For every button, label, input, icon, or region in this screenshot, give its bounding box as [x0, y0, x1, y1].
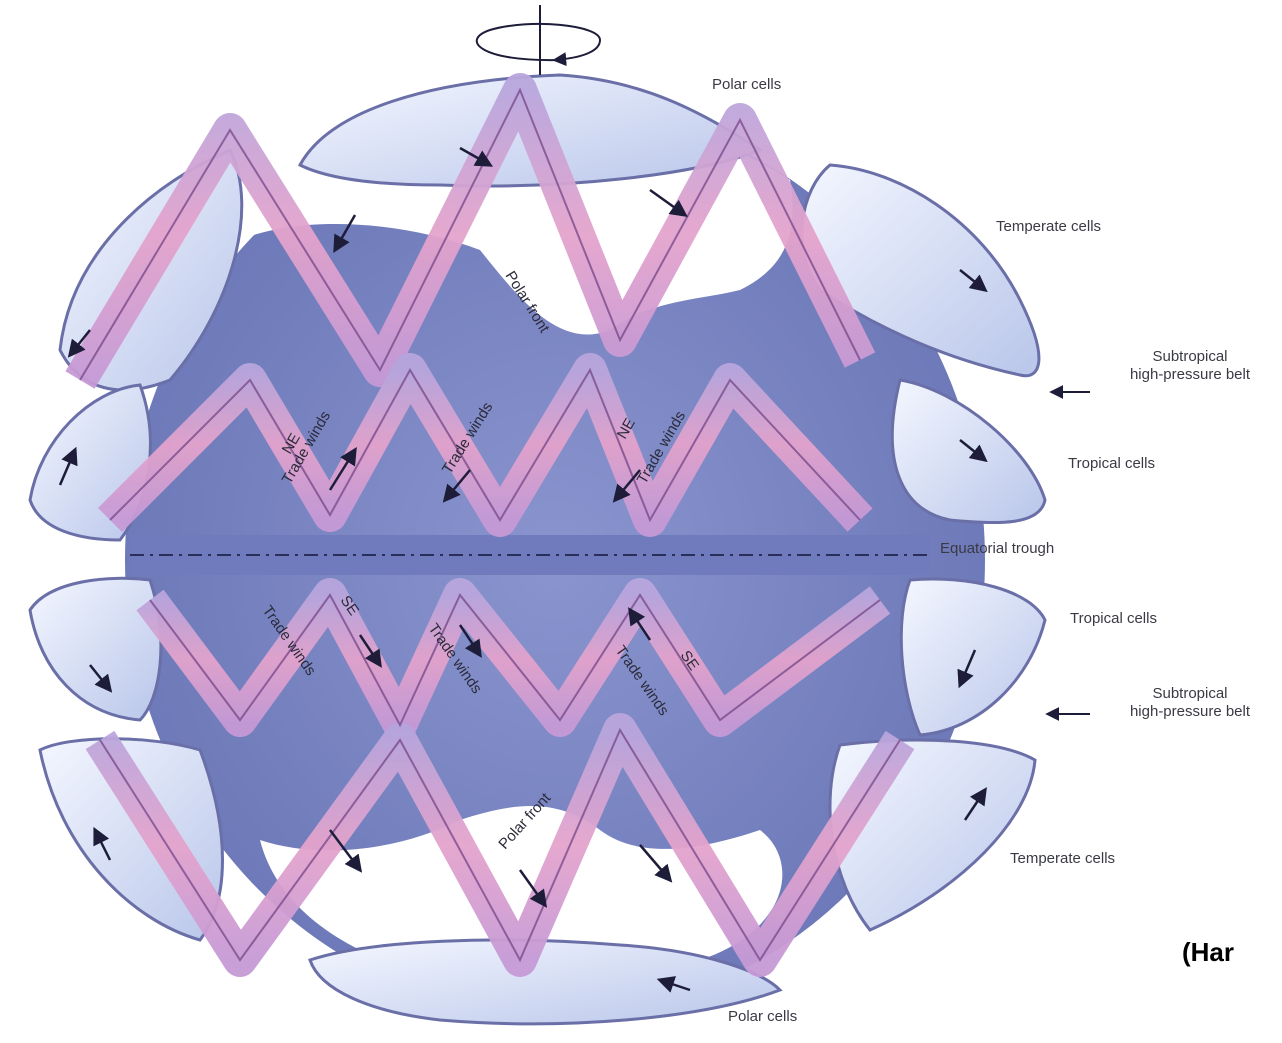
polar-cells-label-top: Polar cells: [712, 76, 781, 94]
subtropical-label-line2: high-pressure belt: [1098, 366, 1282, 384]
tropical-cells-label-bottom: Tropical cells: [1070, 610, 1157, 628]
rotation-arrow-icon: [477, 5, 600, 75]
subtropical-belt-label-bottom: Subtropical high-pressure belt: [1098, 685, 1282, 721]
equatorial-trough-label: Equatorial trough: [940, 540, 1054, 558]
tropical-cell-right: [892, 380, 1045, 523]
pointer-arrow-icon: [1048, 392, 1090, 714]
tropical-cell-left-south: [30, 578, 161, 720]
temperate-cells-label-top: Temperate cells: [996, 218, 1101, 236]
subtropical-belt-label-top: Subtropical high-pressure belt: [1098, 348, 1282, 384]
subtropical-label-line2-bottom: high-pressure belt: [1098, 703, 1282, 721]
subtropical-label-line1: Subtropical: [1098, 348, 1282, 366]
tropical-cells-label-top: Tropical cells: [1068, 455, 1155, 473]
subtropical-label-line1-bottom: Subtropical: [1098, 685, 1282, 703]
temperate-cells-label-bottom: Temperate cells: [1010, 850, 1115, 868]
temperate-cell-right-south: [830, 740, 1035, 930]
source-credit: (Har: [1182, 937, 1234, 968]
polar-cells-label-bottom: Polar cells: [728, 1008, 797, 1026]
